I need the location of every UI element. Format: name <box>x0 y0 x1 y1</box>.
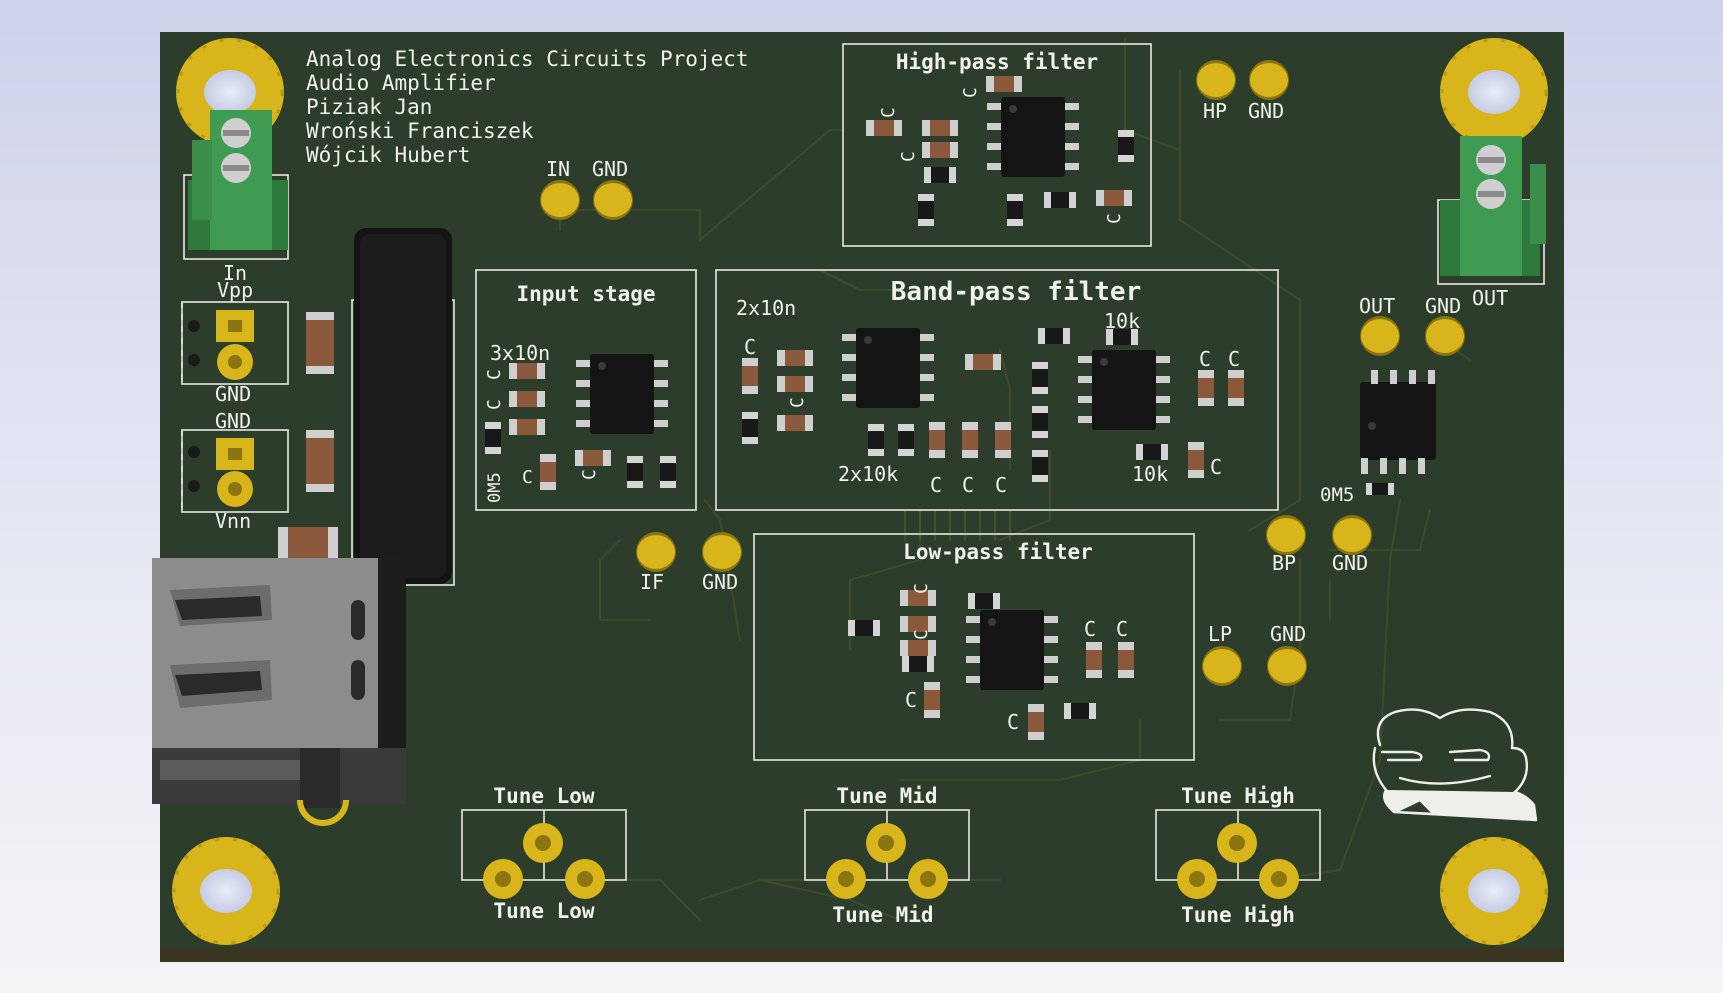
capacitor-usb-adjacent <box>278 527 338 559</box>
tp-hp-gnd-pad[interactable] <box>1249 60 1289 100</box>
title-line-author-2: Wroński Franciszek <box>306 119 534 143</box>
high-pass-filter-block: High-pass filter C C C C <box>842 43 1152 247</box>
tp-out-label: OUT <box>1359 294 1395 318</box>
lp-cap-label-2: C <box>911 629 932 640</box>
gnd-label-bottom: GND <box>215 409 251 433</box>
hp-cap-label-2: C <box>878 107 899 118</box>
bp-cap-label-2: C <box>787 397 808 408</box>
copper-traces <box>558 38 1472 922</box>
tp-in-gnd-label: GND <box>592 157 628 181</box>
bp-res-label-bottom: 2x10k <box>838 462 898 486</box>
tp-in-pad[interactable] <box>540 180 580 220</box>
is-cap-label-4: C <box>579 469 600 480</box>
hp-cap-label-3: C <box>898 151 919 162</box>
title-line-author-1: Piziak Jan <box>306 95 432 119</box>
input-stage-caps: 3x10n <box>490 341 550 365</box>
low-pass-filter-block: Low-pass filter C C C C C C <box>753 533 1195 761</box>
input-terminal-block <box>183 110 289 260</box>
power-header-bottom <box>181 429 334 513</box>
tp-in-gnd-pad[interactable] <box>593 180 633 220</box>
gnd-label-top: GND <box>215 382 251 406</box>
tp-bp-label: BP <box>1272 551 1296 575</box>
pot-low-top-label: Tune Low <box>493 784 595 808</box>
is-resistor-label: 0M5 <box>485 472 505 503</box>
power-header-top <box>181 301 334 385</box>
bp-cap-label-4: C <box>962 473 974 497</box>
lp-cap-label-4: C <box>1007 710 1019 734</box>
tp-hp-pad[interactable] <box>1196 60 1236 100</box>
bp-cap-label-8: C <box>1210 455 1222 479</box>
lp-cap-label-6: C <box>1116 617 1128 641</box>
pot-tune-mid[interactable]: Tune Mid Tune Mid <box>804 784 970 927</box>
is-cap-label-3: C <box>522 467 533 488</box>
mounting-hole-bl <box>172 837 280 945</box>
mounting-hole-tr <box>1440 38 1548 146</box>
pot-low-bottom-label: Tune Low <box>493 899 595 923</box>
lp-cap-label-5: C <box>1084 617 1096 641</box>
tp-lp-pad[interactable] <box>1202 646 1242 686</box>
electrolytic-capacitor <box>351 228 455 586</box>
frog-logo <box>1372 708 1538 822</box>
tp-lp-gnd-pad[interactable] <box>1267 646 1307 686</box>
pot-high-top-label: Tune High <box>1181 784 1295 808</box>
is-cap-label-2: C <box>484 399 505 410</box>
title-block: Analog Electronics Circuits Project Audi… <box>306 47 749 167</box>
tp-bp-gnd-label: GND <box>1332 551 1368 575</box>
tp-bp-gnd-pad[interactable] <box>1332 515 1372 555</box>
pot-mid-bottom-label: Tune Mid <box>832 903 933 927</box>
bp-res-label-bottom-2: 10k <box>1132 462 1168 486</box>
tp-bp-pad[interactable] <box>1266 515 1306 555</box>
title-line-project: Analog Electronics Circuits Project <box>306 47 749 71</box>
input-stage-block: Input stage 3x10n C C C C 0M5 <box>475 269 697 511</box>
tp-lp-label: LP <box>1208 622 1232 646</box>
mounting-hole-br <box>1440 837 1548 945</box>
hp-cap-label-4: C <box>1104 213 1125 224</box>
band-pass-title: Band-pass filter <box>891 277 1141 307</box>
pot-tune-low[interactable]: Tune Low Tune Low <box>461 784 627 923</box>
bp-cap-label-6: C <box>1199 347 1211 371</box>
tp-lp-gnd-label: GND <box>1270 622 1306 646</box>
title-line-subtitle: Audio Amplifier <box>306 71 496 95</box>
pot-tune-high[interactable]: Tune High Tune High <box>1155 784 1321 927</box>
bp-cap-label-5: C <box>995 473 1007 497</box>
is-cap-label-1: C <box>484 369 505 380</box>
high-pass-title: High-pass filter <box>896 50 1098 74</box>
bp-cap-label-3: C <box>930 473 942 497</box>
title-line-author-3: Wójcik Hubert <box>306 143 470 167</box>
vnn-label: Vnn <box>215 509 251 533</box>
hp-cap-label-1: C <box>960 87 981 98</box>
pot-high-bottom-label: Tune High <box>1181 903 1295 927</box>
output-terminal-block <box>1437 136 1546 285</box>
vpp-label: Vpp <box>217 278 253 302</box>
output-amplifier <box>1360 370 1436 495</box>
bp-caps-label: 2x10n <box>736 296 796 320</box>
bp-res-label-top: 10k <box>1104 309 1140 333</box>
pot-mid-top-label: Tune Mid <box>836 784 937 808</box>
bp-cap-label-7: C <box>1228 347 1240 371</box>
band-pass-filter-block: Band-pass filter 2x10n C C 2x10k C C C 1… <box>715 269 1279 511</box>
lp-cap-label-3: C <box>905 688 917 712</box>
tp-hp-gnd-label: GND <box>1248 99 1284 123</box>
tp-if-gnd-pad[interactable] <box>702 532 742 572</box>
low-pass-title: Low-pass filter <box>903 540 1093 564</box>
input-connector-label: In <box>223 261 247 285</box>
tp-out-pad[interactable] <box>1360 316 1400 356</box>
tp-if-pad[interactable] <box>636 532 676 572</box>
tp-hp-label: HP <box>1203 99 1227 123</box>
lp-cap-label-1: C <box>911 583 932 594</box>
bp-cap-label-1: C <box>744 335 756 359</box>
tp-if-label: IF <box>640 570 664 594</box>
tp-out-gnd-label: GND <box>1425 294 1461 318</box>
audio-jack-connector <box>152 558 406 826</box>
tp-in-label: IN <box>546 157 570 181</box>
tp-if-gnd-label: GND <box>702 570 738 594</box>
output-connector-label: OUT <box>1472 286 1508 310</box>
tp-out-gnd-pad[interactable] <box>1425 316 1465 356</box>
input-stage-title: Input stage <box>516 282 655 306</box>
output-resistor-label: 0M5 <box>1320 484 1354 506</box>
